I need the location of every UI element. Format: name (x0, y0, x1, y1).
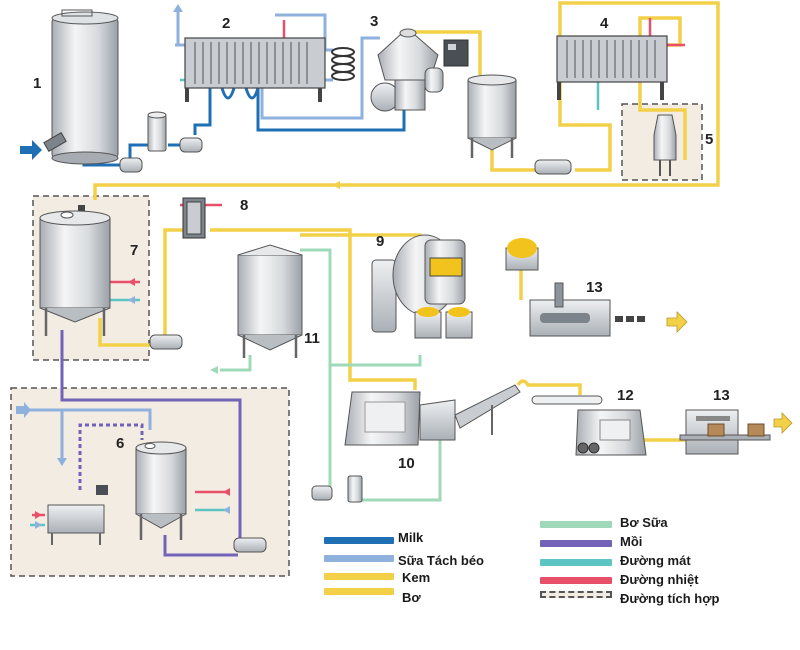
station-label-1: 1 (33, 75, 41, 92)
station-label-10: 10 (398, 455, 415, 472)
product-out-arrow-icon (773, 412, 793, 434)
product-out-arrow-icon (666, 311, 688, 333)
legend-swatch-cooling (540, 559, 612, 566)
station-3-separator[interactable] (370, 28, 469, 112)
buttermilk-pump-10[interactable] (311, 475, 363, 503)
station-label-2: 2 (222, 15, 230, 32)
inlet-arrow-icon (20, 140, 42, 160)
pipes-skim-6 (30, 408, 152, 460)
legend-swatch-culture (540, 540, 612, 547)
legend-label-butter: Bơ (402, 590, 421, 605)
pipes-culture (60, 330, 242, 557)
balance-tank[interactable] (147, 111, 167, 152)
legend-label-integrated: Đường tích hợp (620, 591, 720, 606)
station-1-milk-tank[interactable] (43, 9, 119, 165)
legend-swatch-heating (540, 577, 612, 584)
station-label-7: 7 (130, 242, 138, 259)
legend-label-heating: Đường nhiệt (620, 572, 699, 587)
station-label-6: 6 (116, 435, 124, 452)
station-7-ripening-tank[interactable] (39, 205, 135, 336)
legend-swatch-cream (324, 573, 394, 580)
legend-swatch-skim (324, 555, 394, 562)
cream-buffer-tank[interactable] (467, 74, 517, 158)
legend-swatch-butter (324, 588, 394, 595)
culture-vessel[interactable] (35, 485, 108, 545)
down-arrow-icon (57, 458, 67, 466)
pump-2[interactable] (179, 137, 203, 153)
pump-1[interactable] (119, 157, 143, 173)
station-6-culture-tank[interactable] (135, 441, 230, 540)
outlet-arrow-icon (16, 402, 31, 418)
buttermilk-out-arrow-icon (210, 366, 218, 374)
station-8-heat-exchanger[interactable] (168, 197, 206, 239)
station-label-12: 12 (617, 387, 634, 404)
station-numbers: 1 2 3 4 5 6 7 8 9 10 11 12 13 13 (33, 13, 730, 472)
station-label-8: 8 (240, 197, 248, 214)
station-label-3: 3 (370, 13, 378, 30)
holding-coil[interactable] (331, 47, 355, 81)
legend-label-cooling: Đường mát (620, 553, 691, 568)
legend-swatch-integrated (540, 591, 612, 598)
station-label-13a: 13 (586, 279, 603, 296)
station-13a-packaging[interactable] (505, 238, 645, 337)
station-10-butter-maker[interactable] (344, 384, 521, 446)
station-label-5: 5 (705, 131, 713, 148)
station-4-heat-exchanger[interactable] (556, 35, 668, 100)
pump-7[interactable] (149, 334, 183, 350)
flow-arrows (16, 4, 793, 466)
legend-label-buttermilk: Bơ Sữa (620, 515, 668, 530)
station-label-9: 9 (376, 233, 384, 250)
station-5-deaerator[interactable] (653, 114, 677, 176)
pump-6[interactable] (233, 537, 267, 553)
station-2-heat-exchanger[interactable] (184, 37, 326, 102)
pump-3[interactable] (534, 159, 572, 175)
legend-swatch-milk (324, 537, 394, 544)
cream-return-arrow-icon (332, 181, 340, 189)
legend-swatch-buttermilk (540, 521, 612, 528)
pipes-milk (82, 76, 406, 167)
station-13b-packaging[interactable] (679, 409, 771, 455)
legend-label-culture: Mồi (620, 534, 643, 549)
legend-label-skim: Sữa Tách béo (398, 553, 484, 568)
station-label-13b: 13 (713, 387, 730, 404)
legend-label-milk: Milk (398, 530, 424, 545)
butter-trolleys-9[interactable] (414, 307, 473, 339)
station-label-11: 11 (304, 330, 320, 347)
station-12-silo[interactable] (531, 395, 647, 456)
outlet-arrow-icon (173, 4, 183, 12)
legend-label-cream: Kem (402, 570, 431, 585)
station-11-buttermilk-tank[interactable] (237, 244, 303, 358)
station-label-4: 4 (600, 15, 609, 32)
